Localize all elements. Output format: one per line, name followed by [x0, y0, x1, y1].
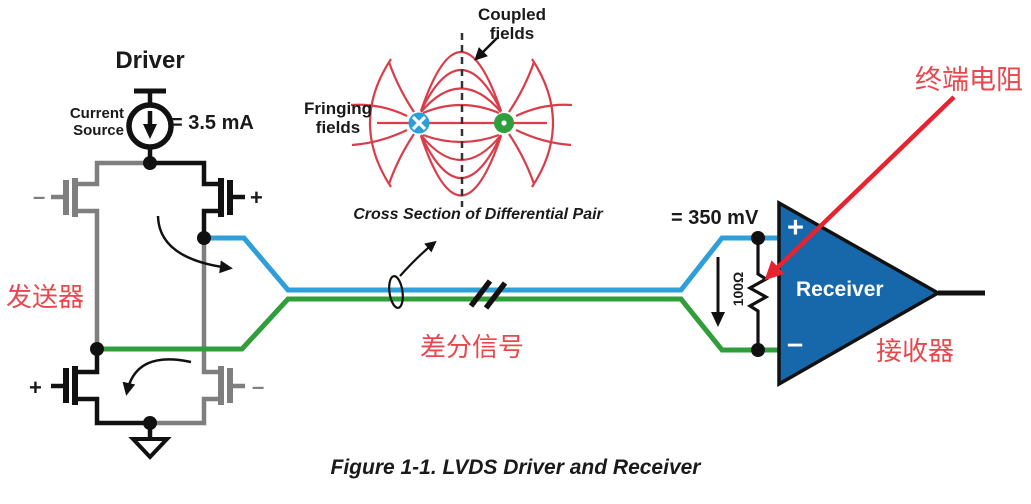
junction-dot — [751, 343, 765, 357]
transmitter-annotation-cn: 发送器 — [6, 282, 85, 312]
current-source-value: = 3.5 mA — [171, 112, 254, 134]
junction-dot — [143, 156, 157, 170]
driver-junction-dots — [90, 156, 211, 430]
figure-caption: Figure 1-1. LVDS Driver and Receiver — [330, 456, 701, 479]
junction-dot — [197, 231, 211, 245]
receiver-triangle — [777, 199, 942, 388]
driver-inactive-branch — [51, 160, 245, 426]
current-source-label-line1: Current — [69, 105, 124, 122]
polarity-bottom-right: – — [252, 374, 265, 399]
out-of-page-dot-icon — [501, 120, 507, 126]
coupled-fields-line2: fields — [489, 24, 535, 43]
current-flow-arrow-bottom — [122, 358, 192, 396]
receiver-input-plus: + — [787, 212, 804, 244]
line-break-symbol — [468, 279, 508, 310]
field-cross-section — [350, 50, 573, 197]
polarity-top-left: – — [33, 184, 46, 209]
termination-annotation-cn: 终端电阻 — [915, 65, 1023, 95]
receiver-voltage-label: = 350 mV — [671, 207, 759, 229]
differential-signal-annotation-cn: 差分信号 — [420, 332, 525, 362]
fringing-fields-label: Fringing fields — [298, 99, 378, 137]
termination-pointer-arrow — [764, 95, 956, 281]
driver-active-branch — [51, 88, 245, 460]
junction-dot — [751, 231, 765, 245]
receiver-input-minus: – — [787, 328, 804, 360]
coupled-fields-arrow — [474, 37, 498, 61]
green-signal-line — [97, 296, 781, 353]
junction-dot — [143, 416, 157, 430]
current-source-label: Current Source — [58, 105, 124, 139]
pair-callout-loop — [388, 275, 404, 309]
polarity-top-right: + — [250, 185, 263, 210]
polarity-bottom-left: + — [29, 375, 42, 400]
coupled-fields-label: Coupled fields — [472, 5, 552, 43]
junction-dot — [90, 342, 104, 356]
cross-section-caption: Cross Section of Differential Pair — [353, 206, 603, 223]
blue-signal-line — [204, 235, 781, 293]
resistor-value-label: 100Ω — [730, 271, 746, 307]
differential-pair — [97, 235, 781, 353]
receiver-label: Receiver — [796, 278, 884, 301]
driver-title: Driver — [115, 47, 185, 74]
current-source-arrow — [143, 124, 157, 139]
receiver-circuit — [711, 199, 985, 388]
current-direction-arrowhead — [711, 312, 725, 327]
into-page-x-icon — [411, 115, 427, 131]
pair-callout-arrow — [399, 240, 437, 277]
current-flow-arrow-top — [156, 215, 233, 274]
coupled-fields-line1: Coupled — [478, 5, 546, 24]
fringing-fields-line2: fields — [315, 118, 361, 137]
termination-resistor — [746, 238, 770, 350]
ground-symbol — [128, 437, 172, 460]
fringing-fields-line1: Fringing — [304, 99, 372, 118]
receiver-annotation-cn: 接收器 — [876, 336, 955, 366]
field-annotations — [408, 33, 514, 207]
current-source-label-line2: Source — [73, 122, 124, 139]
